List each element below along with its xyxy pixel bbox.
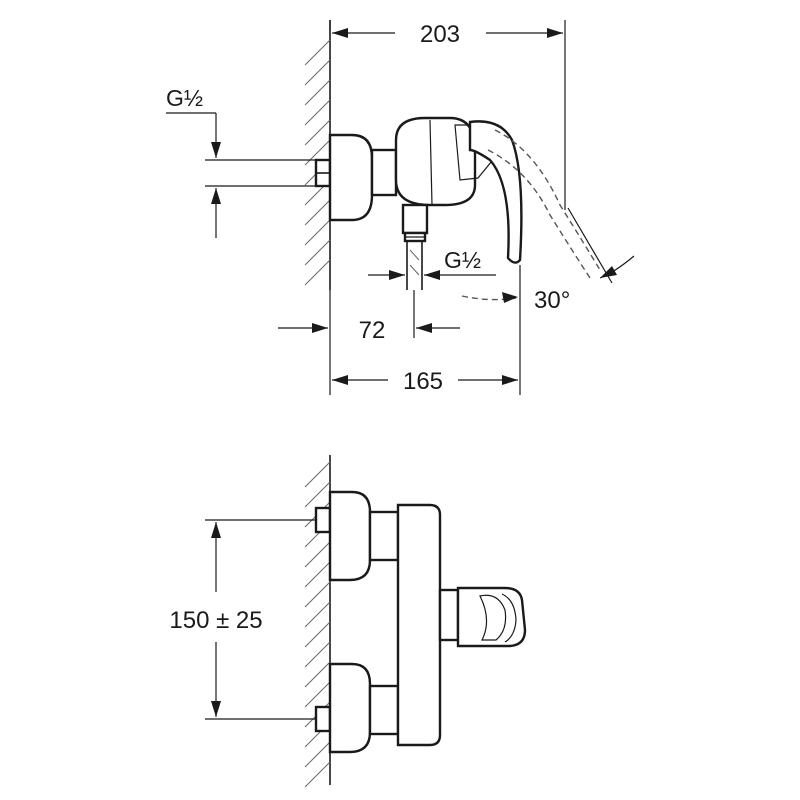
top-view: 203 165 72 G½ <box>166 20 635 395</box>
wall-flange <box>328 133 374 222</box>
wall-front <box>304 455 331 788</box>
lower-flange <box>328 662 372 754</box>
mixer-body <box>394 116 477 207</box>
lower-inlet-pipe <box>314 705 332 733</box>
dim-angle: 30° <box>461 207 635 314</box>
connector-neck <box>370 148 398 197</box>
front-view: 150 ± 25 <box>169 455 527 788</box>
dim-203-label: 203 <box>420 21 460 48</box>
lever-rotated-outline <box>494 129 601 271</box>
handle-front[interactable] <box>438 586 527 648</box>
inlet-pipe <box>314 158 332 188</box>
dim-165-label: 165 <box>403 368 443 395</box>
mixer-body-front <box>396 503 442 747</box>
dim-150-label: 150 ± 25 <box>169 607 262 634</box>
dim-72: 72 <box>278 290 460 344</box>
outlet-thread-label: G½ <box>444 247 481 273</box>
wall-top <box>304 20 331 290</box>
lever-handle[interactable] <box>468 120 523 264</box>
dim-165: 165 <box>329 265 521 395</box>
inlet-thread-label: G½ <box>166 85 203 111</box>
dim-203: 203 <box>329 20 566 210</box>
dim-inlet-thread: G½ <box>166 85 316 238</box>
upper-flange <box>328 490 372 582</box>
dim-72-label: 72 <box>359 317 386 344</box>
dim-outlet-thread: G½ <box>368 247 496 280</box>
lower-neck <box>368 684 400 736</box>
dim-150: 150 ± 25 <box>169 519 316 720</box>
upper-inlet-pipe <box>314 506 332 534</box>
upper-neck <box>368 510 400 562</box>
outlet <box>401 203 429 290</box>
angle-label: 30° <box>534 287 570 314</box>
